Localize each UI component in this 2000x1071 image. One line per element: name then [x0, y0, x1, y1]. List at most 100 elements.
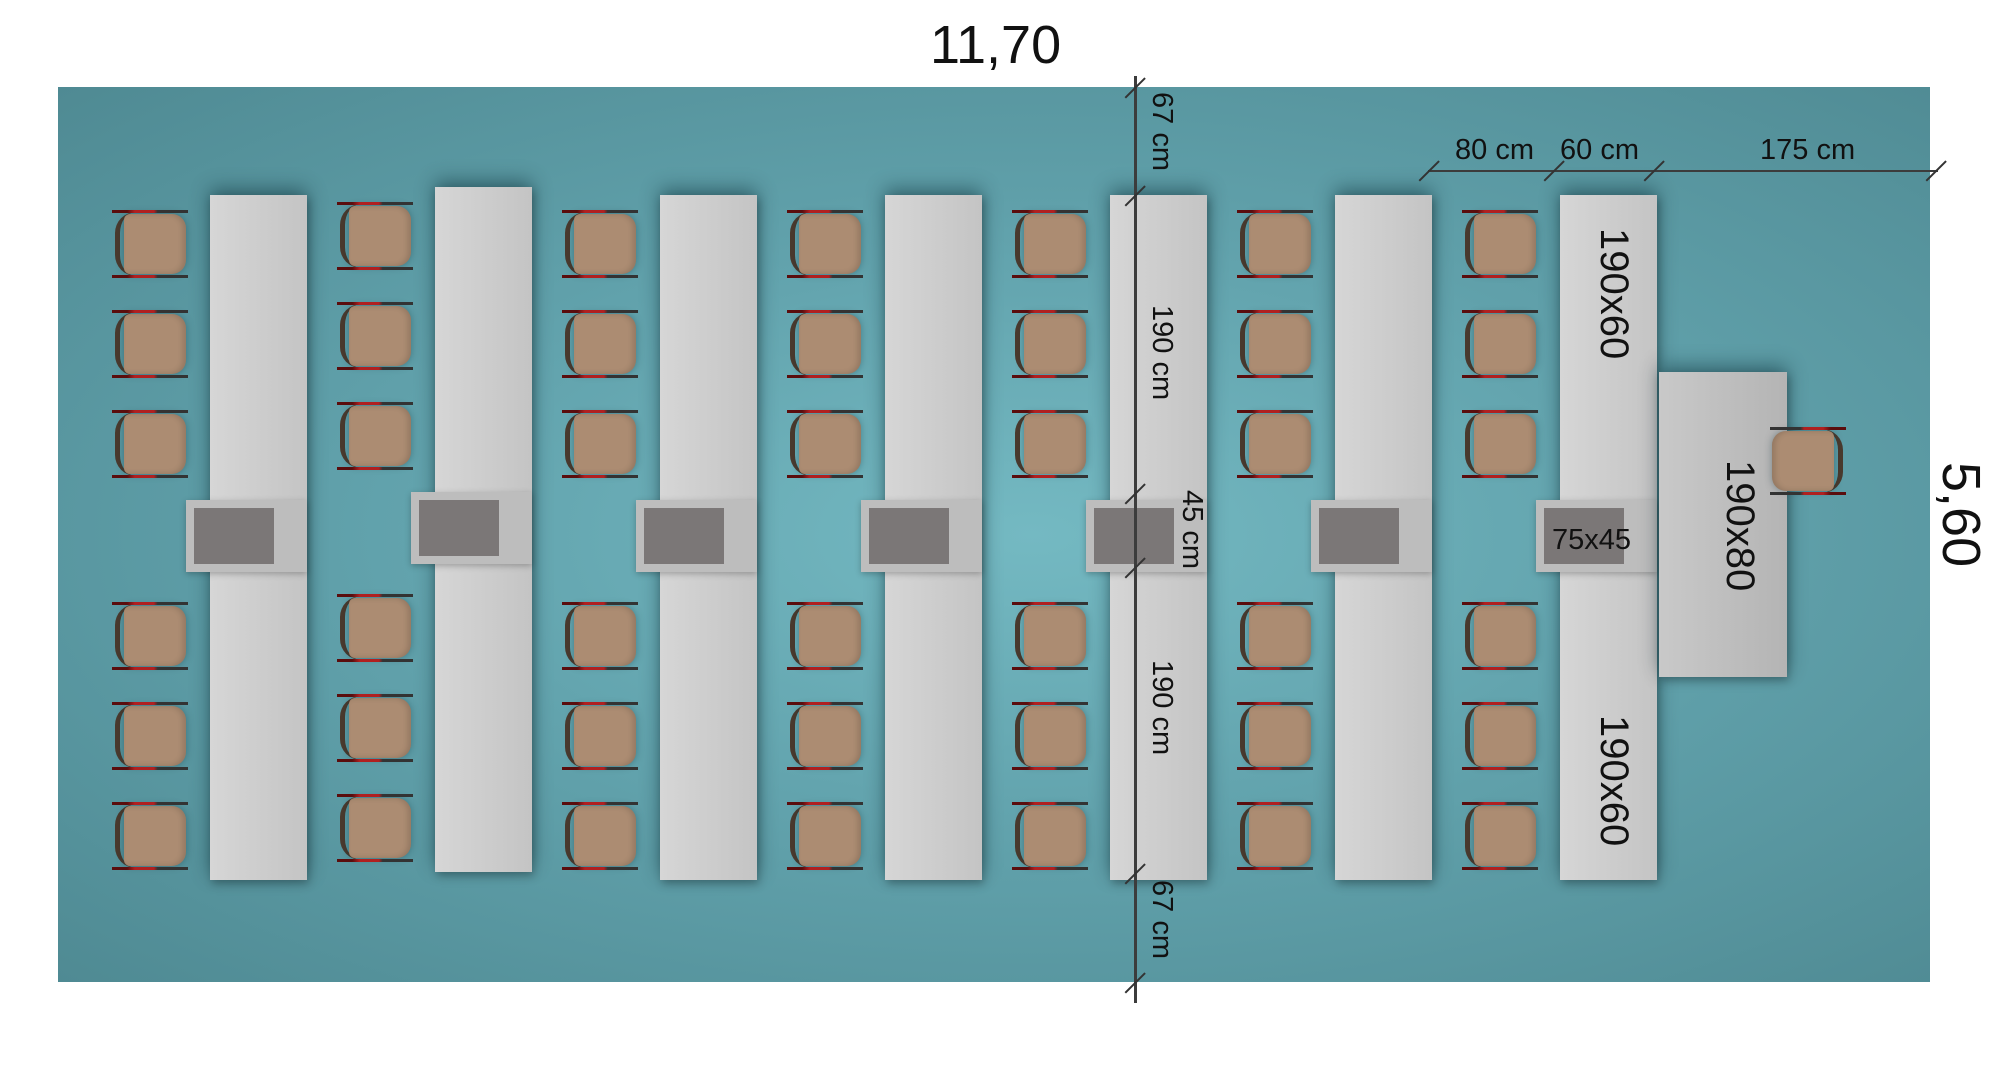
- chair-leg: [112, 210, 188, 213]
- chair: [112, 408, 188, 480]
- chair: [1462, 600, 1538, 672]
- chair-leg: [337, 302, 413, 305]
- dim-bottom-gap: 67 cm: [1146, 880, 1178, 959]
- chair-back: [1015, 212, 1036, 276]
- chair: [787, 600, 863, 672]
- chair: [337, 792, 413, 864]
- chair-seat: [799, 414, 861, 474]
- podium-top: [1319, 508, 1399, 564]
- chair-back: [1015, 312, 1036, 376]
- chair: [562, 408, 638, 480]
- chair-leg: [112, 275, 188, 278]
- podium: [1311, 500, 1432, 572]
- chair-leg: [1012, 702, 1088, 705]
- chair: [1237, 600, 1313, 672]
- chair-leg: [1012, 602, 1088, 605]
- chair-seat: [799, 606, 861, 666]
- chair: [1012, 700, 1088, 772]
- chair-leg: [562, 375, 638, 378]
- chair-leg: [562, 867, 638, 870]
- podium: [1086, 500, 1207, 572]
- chair-leg: [787, 410, 863, 413]
- chair: [562, 800, 638, 872]
- chair-seat: [1474, 314, 1536, 374]
- chair: [562, 208, 638, 280]
- chair-seat: [1249, 706, 1311, 766]
- chair-leg: [1012, 310, 1088, 313]
- chair-back: [565, 804, 586, 868]
- chair: [337, 592, 413, 664]
- chair: [562, 700, 638, 772]
- chair-leg: [787, 667, 863, 670]
- chair-leg: [787, 310, 863, 313]
- chair-back: [1465, 412, 1486, 476]
- chair-leg: [1237, 702, 1313, 705]
- chair-back: [1465, 704, 1486, 768]
- chair-leg: [1770, 427, 1846, 430]
- dim-top-gap: 67 cm: [1146, 92, 1178, 171]
- chair: [1237, 700, 1313, 772]
- chair-seat: [799, 706, 861, 766]
- podium-top: [194, 508, 274, 564]
- podium: [411, 492, 532, 564]
- chair-leg: [1012, 667, 1088, 670]
- chair-back: [340, 404, 361, 468]
- chair-back: [1465, 604, 1486, 668]
- chair-leg: [1462, 667, 1538, 670]
- chair-seat: [1249, 414, 1311, 474]
- chair-seat: [1474, 606, 1536, 666]
- chair-leg: [562, 275, 638, 278]
- chair-back: [340, 796, 361, 860]
- chair-leg: [562, 410, 638, 413]
- chair-leg: [1462, 275, 1538, 278]
- chair-back: [1240, 804, 1261, 868]
- chair: [337, 300, 413, 372]
- student-table-bottom-label: 190x60: [1592, 715, 1636, 847]
- chair-leg: [1237, 802, 1313, 805]
- chair-leg: [787, 802, 863, 805]
- chair-back: [1015, 704, 1036, 768]
- chair-back: [790, 212, 811, 276]
- chair-back: [1240, 412, 1261, 476]
- chair-leg: [337, 202, 413, 205]
- chair-leg: [1237, 310, 1313, 313]
- teacher-table: [1659, 372, 1787, 677]
- chair-back: [340, 204, 361, 268]
- chair-leg: [1012, 210, 1088, 213]
- chair-leg: [1237, 767, 1313, 770]
- room-width-label: 11,70: [930, 15, 1062, 75]
- chair-leg: [562, 210, 638, 213]
- chair-leg: [1462, 767, 1538, 770]
- chair-back: [790, 804, 811, 868]
- chair: [787, 800, 863, 872]
- chair-back: [1240, 704, 1261, 768]
- teacher-table-label: 190x80: [1718, 460, 1762, 592]
- chair: [1237, 308, 1313, 380]
- chair-leg: [337, 267, 413, 270]
- chair-seat: [799, 214, 861, 274]
- chair: [787, 700, 863, 772]
- chair-leg: [1012, 867, 1088, 870]
- chair: [1462, 800, 1538, 872]
- chair-seat: [1249, 806, 1311, 866]
- chair-seat: [124, 214, 186, 274]
- chair-leg: [337, 367, 413, 370]
- chair: [337, 400, 413, 472]
- chair-leg: [1462, 475, 1538, 478]
- chair-leg: [1462, 867, 1538, 870]
- chair-back: [565, 312, 586, 376]
- chair-back: [115, 804, 136, 868]
- chair: [112, 208, 188, 280]
- chair-seat: [124, 706, 186, 766]
- vertical-dimension-line: [1134, 76, 1137, 1003]
- chair-leg: [1462, 410, 1538, 413]
- chair-leg: [112, 310, 188, 313]
- chair: [337, 692, 413, 764]
- chair-leg: [1237, 475, 1313, 478]
- chair-seat: [124, 806, 186, 866]
- chair-seat: [124, 606, 186, 666]
- chair: [1237, 208, 1313, 280]
- chair: [1012, 408, 1088, 480]
- dim-podium-gap: 45 cm: [1176, 490, 1208, 569]
- podium-label: 75x45: [1552, 524, 1632, 556]
